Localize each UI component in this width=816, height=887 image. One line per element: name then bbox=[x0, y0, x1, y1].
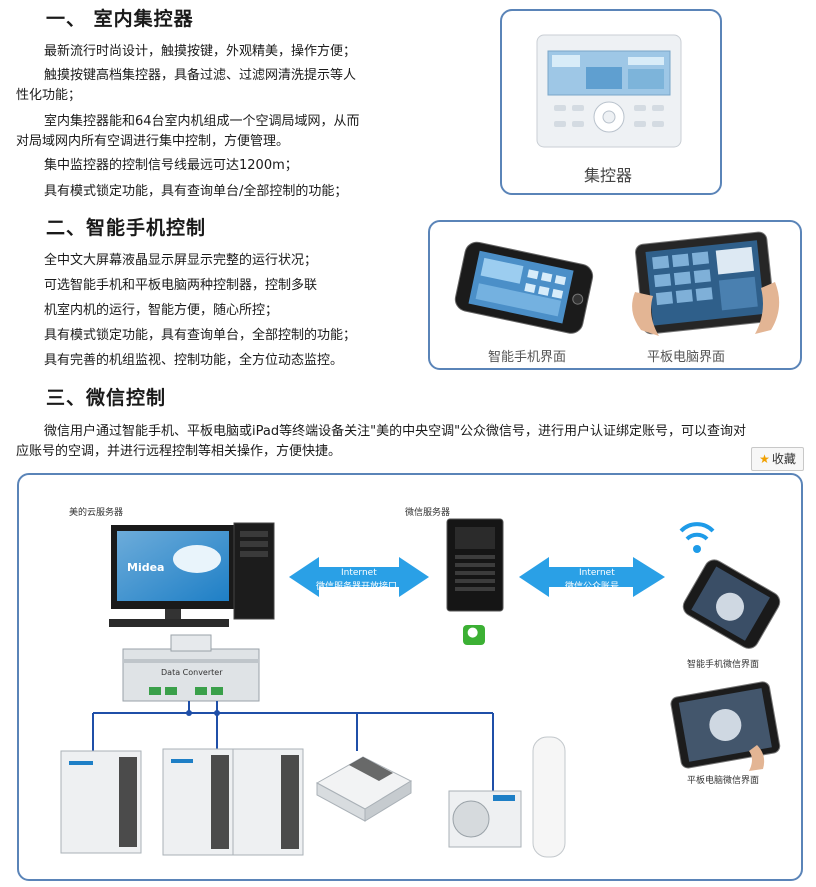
wechat-phone-caption: 智能手机微信界面 bbox=[687, 660, 760, 670]
tablet-caption: 平板电脑界面 bbox=[647, 350, 726, 365]
data-converter-image bbox=[122, 634, 260, 702]
cloud-server-image bbox=[109, 522, 275, 627]
internet-arrow-right bbox=[519, 557, 665, 597]
section2-heading: 二、智能手机控制 bbox=[46, 217, 207, 239]
smartphone-caption: 智能手机界面 bbox=[488, 350, 567, 365]
central-controller-image bbox=[536, 34, 682, 148]
section1-line: 集中监控器的控制信号线最远可达1200m； bbox=[44, 158, 298, 173]
outdoor-unit-large bbox=[162, 748, 304, 856]
controller-caption: 集控器 bbox=[584, 166, 633, 185]
section1-line: 最新流行时尚设计，触摸按键，外观精美，操作方便； bbox=[44, 44, 357, 59]
section1-line: 性化功能； bbox=[16, 88, 82, 103]
section1-line: 室内集控器能和64台室内机组成一个空调局域网，从而 bbox=[44, 114, 360, 129]
star-icon: ★ bbox=[759, 452, 770, 466]
outdoor-unit-small bbox=[60, 750, 142, 854]
bus-wiring bbox=[92, 701, 494, 791]
tablet-image bbox=[632, 231, 780, 336]
wechat-tablet-image bbox=[670, 681, 781, 771]
wechat-diagram-panel: 美的云服务器 微信服务器 Midea ● Internet 微信服务器开放接口 … bbox=[17, 473, 803, 881]
favorite-button[interactable]: ★收藏 bbox=[751, 447, 804, 471]
wechat-phone-image bbox=[682, 559, 781, 649]
section1-line: 对局域网内所有空调进行集中控制，方便管理。 bbox=[16, 134, 290, 149]
cassette-unit bbox=[315, 756, 413, 822]
wifi-icon bbox=[679, 522, 715, 553]
section1-line: 具有模式锁定功能，具有查询单台/全部控制的功能； bbox=[44, 184, 348, 199]
section2-line: 全中文大屏幕液晶显示屏显示完整的运行状况； bbox=[44, 253, 318, 268]
controller-image-panel: 集控器 bbox=[500, 9, 722, 195]
section2-line: 机室内机的运行，智能方便，随心所控； bbox=[44, 303, 279, 318]
section1-heading: 一、 室内集控器 bbox=[46, 8, 194, 30]
wechat-tablet-caption: 平板电脑微信界面 bbox=[687, 776, 760, 786]
mobile-control-panel: 智能手机界面 平板电脑界面 bbox=[428, 220, 802, 370]
arrow1-line1: Internet bbox=[341, 568, 377, 578]
arrow1-line2: 微信服务器开放接口 bbox=[316, 582, 398, 592]
wechat-logo-icon: ● bbox=[467, 625, 479, 640]
wechat-server-image bbox=[446, 518, 504, 645]
arrow2-line2: 微信公众账号 bbox=[565, 582, 620, 592]
internet-arrow-left bbox=[289, 557, 429, 597]
arrow2-line1: Internet bbox=[579, 568, 615, 578]
section3-heading: 三、微信控制 bbox=[46, 387, 167, 409]
section3-line: 微信用户通过智能手机、平板电脑或iPad等终端设备关注"美的中央空调"公众微信号… bbox=[44, 424, 747, 439]
smartphone-image bbox=[454, 241, 594, 334]
split-ac-and-water-heater bbox=[448, 736, 566, 858]
cloud-server-label: 美的云服务器 bbox=[69, 508, 124, 518]
section2-line: 可选智能手机和平板电脑两种控制器，控制多联 bbox=[44, 278, 318, 293]
converter-label: Data Converter bbox=[161, 668, 223, 677]
section2-line: 具有完善的机组监视、控制功能，全方位动态监控。 bbox=[44, 353, 344, 368]
favorite-label: 收藏 bbox=[771, 452, 796, 466]
wechat-server-label: 微信服务器 bbox=[405, 508, 451, 518]
section2-line: 具有模式锁定功能，具有查询单台，全部控制的功能； bbox=[44, 328, 357, 343]
monitor-brand: Midea bbox=[127, 561, 165, 574]
section3-line: 应账号的空调，并进行远程控制等相关操作，方便快捷。 bbox=[16, 444, 342, 459]
section1-line: 触摸按键高档集控器，具备过滤、过滤网清洗提示等人 bbox=[44, 68, 357, 83]
